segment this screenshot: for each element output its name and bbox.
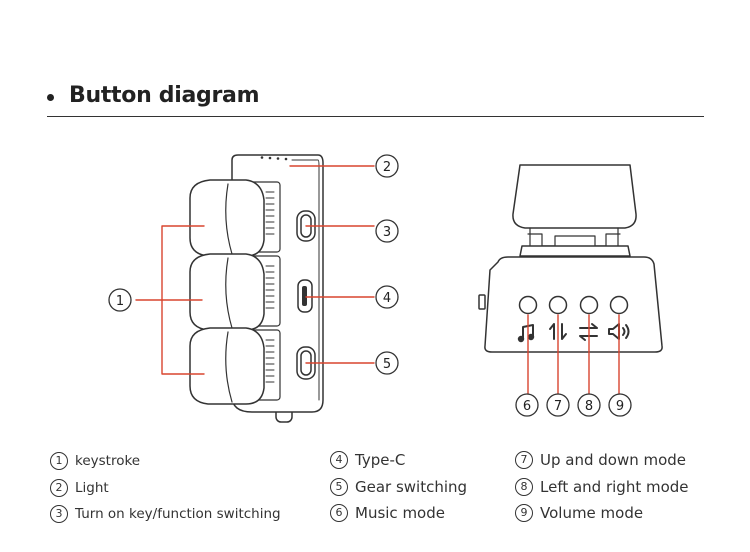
- legend-number: 8: [515, 478, 533, 496]
- legend-item-light: 2 Light: [50, 479, 109, 497]
- legend-item-left-right-mode: 8 Left and right mode: [515, 478, 689, 496]
- callout-1: 1: [116, 294, 124, 309]
- callout-circles: [108, 154, 632, 417]
- legend-number: 4: [330, 451, 348, 469]
- legend-label: Type-C: [355, 451, 406, 469]
- legend-number: 2: [50, 479, 68, 497]
- legend-item-keystroke: 1 keystroke: [50, 452, 140, 470]
- keypad-illustration: [189, 154, 324, 423]
- legend-item-type-c: 4 Type-C: [330, 451, 405, 469]
- section-header: Button diagram: [47, 82, 704, 117]
- legend-number: 6: [330, 504, 348, 522]
- single-key-illustration: [478, 164, 663, 353]
- page-title: Button diagram: [69, 83, 260, 108]
- legend-number: 9: [515, 504, 533, 522]
- callout-lines: [135, 165, 620, 395]
- bullet-point: [47, 94, 54, 101]
- legend-item-up-down-mode: 7 Up and down mode: [515, 451, 686, 469]
- legend-label: Volume mode: [540, 504, 644, 522]
- legend-label: Light: [75, 480, 109, 496]
- legend-label: Left and right mode: [540, 478, 689, 496]
- callout-5: 5: [383, 357, 391, 372]
- callout-7: 7: [554, 399, 562, 414]
- callout-9: 9: [616, 399, 624, 414]
- callout-3: 3: [383, 225, 391, 240]
- legend-label: Gear switching: [355, 478, 468, 496]
- callout-4: 4: [383, 291, 391, 306]
- callout-6: 6: [523, 399, 531, 414]
- callout-8: 8: [585, 399, 593, 414]
- callout-2: 2: [383, 160, 391, 175]
- legend-item-gear-switching: 5 Gear switching: [330, 478, 467, 496]
- legend-number: 5: [330, 478, 348, 496]
- legend-number: 3: [50, 505, 68, 523]
- legend-label: keystroke: [75, 453, 141, 469]
- legend-item-key-function-switching: 3 Turn on key/function switching: [50, 505, 281, 523]
- legend-label: Music mode: [355, 504, 445, 522]
- up-down-arrows-icon: [549, 323, 567, 340]
- legend-item-volume-mode: 9 Volume mode: [515, 504, 643, 522]
- legend-label: Up and down mode: [540, 451, 687, 469]
- legend-number: 7: [515, 451, 533, 469]
- legend-number: 1: [50, 452, 68, 470]
- legend-label: Turn on key/function switching: [75, 506, 281, 522]
- legend-item-music-mode: 6 Music mode: [330, 504, 445, 522]
